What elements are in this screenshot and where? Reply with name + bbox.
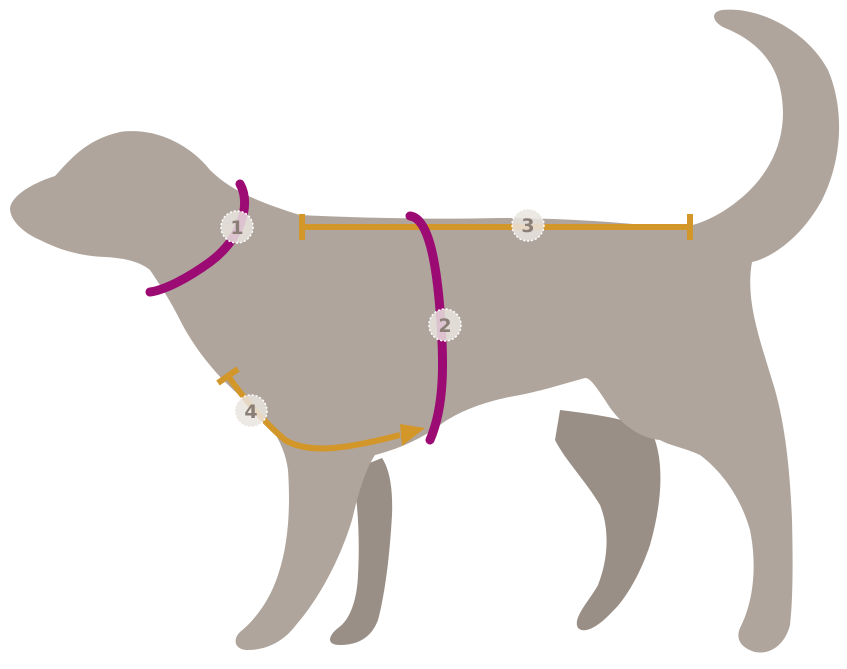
far-hind-leg — [555, 410, 660, 630]
badge-front-number: 4 — [244, 401, 257, 423]
dog-silhouette-icon — [10, 10, 839, 653]
badge-back-number: 3 — [521, 215, 534, 237]
badge-chest: 2 — [429, 309, 461, 341]
badge-front: 4 — [235, 395, 267, 427]
badge-neck: 1 — [221, 211, 253, 243]
badge-neck-number: 1 — [230, 217, 243, 239]
badge-chest-number: 2 — [438, 315, 451, 337]
badge-back: 3 — [512, 209, 544, 241]
